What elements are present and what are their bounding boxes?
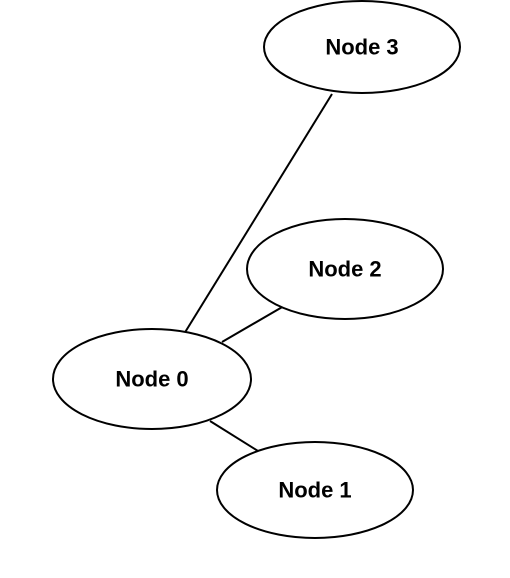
node-1-label: Node 1 <box>278 478 351 503</box>
node-0[interactable]: Node 0 <box>52 328 252 430</box>
node-3[interactable]: Node 3 <box>263 0 461 94</box>
node-0-shape <box>52 328 252 430</box>
node-2-shape <box>246 218 444 320</box>
node-2[interactable]: Node 2 <box>246 218 444 320</box>
edges <box>183 93 333 452</box>
node-3-shape <box>263 0 461 94</box>
node-1[interactable]: Node 1 <box>216 441 414 539</box>
node-0-label: Node 0 <box>115 367 188 392</box>
node-3-label: Node 3 <box>325 35 398 60</box>
edge-node0-node1 <box>209 420 259 452</box>
edge-node0-node3 <box>183 93 333 335</box>
edge-node0-node2 <box>221 305 285 343</box>
node-2-label: Node 2 <box>308 257 381 282</box>
node-1-shape <box>216 441 414 539</box>
